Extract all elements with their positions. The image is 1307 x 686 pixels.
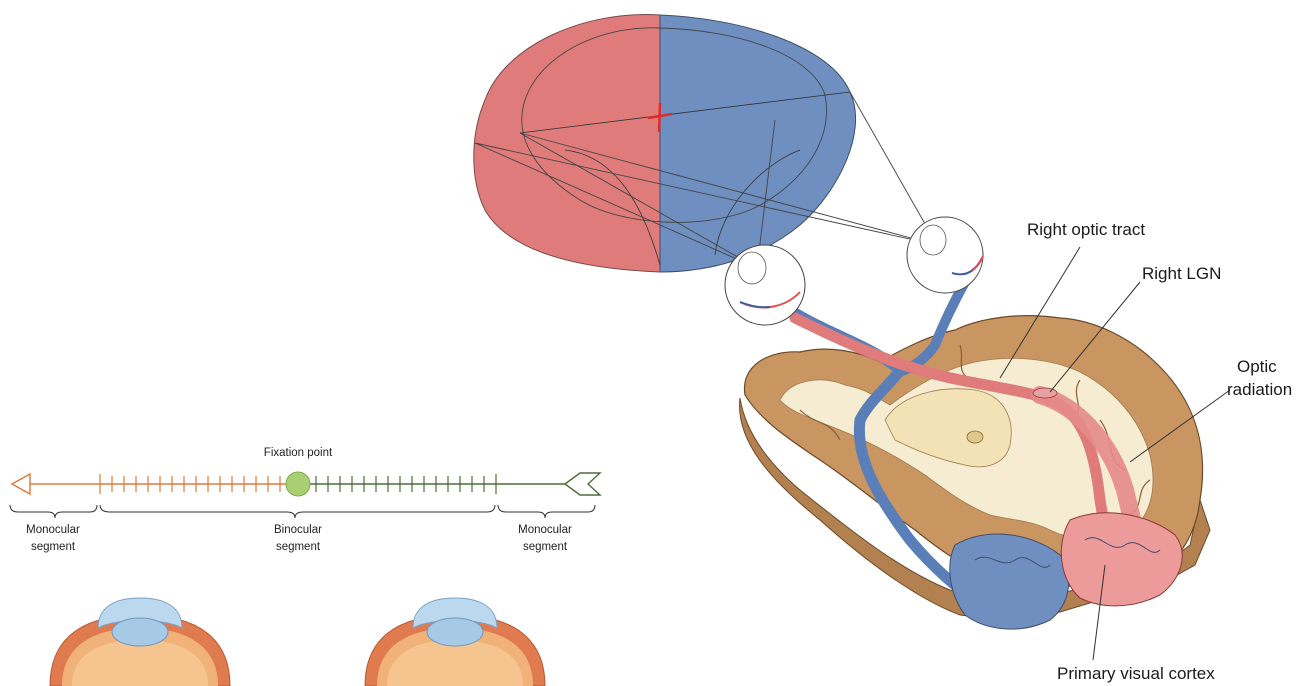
right-arrow-tail [565, 473, 600, 495]
blue-visual-cortex [950, 534, 1069, 629]
visual-field [474, 15, 856, 272]
left-arrowhead [12, 474, 30, 494]
binocular-field-diagram [10, 472, 600, 518]
label-binocular-1: Binocular [274, 524, 322, 536]
label-optic: Optic [1237, 357, 1277, 376]
right-eye [907, 217, 983, 293]
label-left-monocular-1: Monocular [26, 524, 80, 536]
label-primary-visual-cortex: Primary visual cortex [1057, 664, 1215, 683]
left-eye [725, 245, 805, 325]
right-hemifield [660, 15, 856, 272]
right-eyeball [365, 598, 545, 686]
label-left-monocular-2: segment [31, 541, 76, 553]
label-right-monocular-2: segment [523, 541, 568, 553]
left-eyeball [50, 598, 230, 686]
left-monocular-brace [10, 505, 97, 518]
thalamus-nucleus [967, 431, 983, 443]
right-lgn [1033, 388, 1057, 398]
label-radiation: radiation [1227, 380, 1292, 399]
label-fixation-point: Fixation point [264, 447, 333, 459]
fixation-point-marker [286, 472, 310, 496]
binocular-brace [100, 505, 495, 518]
right-monocular-brace [498, 505, 595, 518]
label-right-lgn: Right LGN [1142, 264, 1221, 283]
label-right-optic-tract: Right optic tract [1027, 220, 1145, 239]
label-right-monocular-1: Monocular [518, 524, 572, 536]
label-binocular-2: segment [276, 541, 321, 553]
left-hemifield [474, 15, 660, 272]
